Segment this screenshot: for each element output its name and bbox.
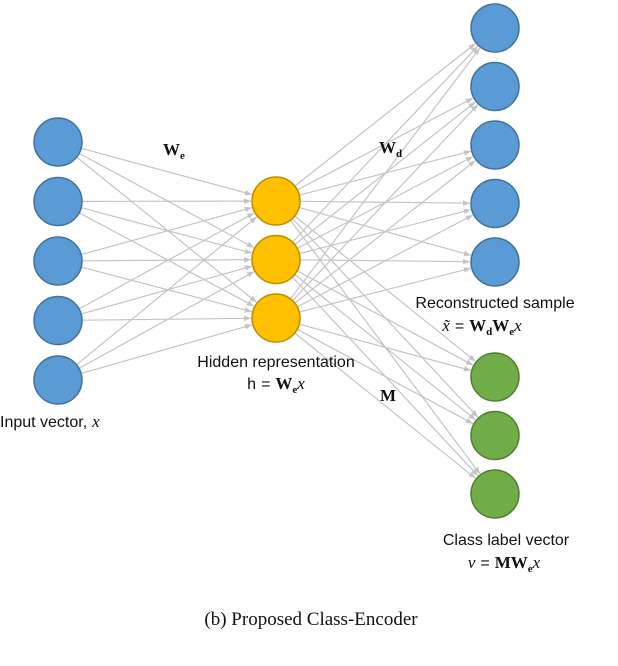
encoder-edge-4-0	[76, 216, 258, 366]
class-node-1	[470, 352, 520, 402]
reconstructed-layer	[470, 3, 520, 287]
hidden-layer-equation: h=Wex	[247, 374, 305, 396]
encoder-edge-3-1	[80, 265, 253, 315]
decoder-edge-2-2	[294, 160, 476, 304]
input-node-3	[33, 236, 83, 286]
input-node-5	[33, 355, 83, 405]
hidden-node-3	[251, 293, 301, 343]
class-layer	[470, 352, 520, 519]
class-layer-label: Class label vector	[443, 532, 570, 549]
class-edge-2-0	[299, 323, 472, 372]
class-layer-equation: v=MWex	[468, 553, 541, 575]
encoder-edge-0-0	[81, 147, 253, 196]
decoder-edge-1-0	[292, 45, 479, 243]
input-node-4	[33, 295, 83, 346]
reconstructed-node-1	[470, 3, 520, 53]
reconstructed-layer-equation: x̃=WdWex	[441, 316, 522, 338]
encoder-edges	[76, 147, 258, 374]
hidden-layer-label: Hidden representation	[197, 354, 354, 371]
reconstructed-node-4	[470, 178, 520, 229]
encoder-edge-2-0	[80, 206, 253, 256]
class-edge-2-2	[294, 332, 476, 479]
class-edges	[289, 215, 481, 479]
input-node-2	[33, 176, 83, 227]
reconstructed-node-5	[470, 237, 520, 287]
class-edge-2-1	[296, 328, 474, 425]
class-node-2	[470, 410, 520, 461]
input-node-1	[33, 117, 83, 167]
class-edge-0-0	[294, 215, 476, 362]
input-layer	[33, 117, 83, 405]
encoder-edge-3-0	[78, 212, 255, 310]
decoder-edge-2-1	[292, 104, 479, 302]
figure-caption: (b) Proposed Class-Encoder	[204, 609, 418, 630]
encoder-edge-2-2	[81, 266, 252, 313]
encoder-edge-4-2	[80, 324, 253, 374]
decoder-edges	[290, 43, 481, 313]
encoder-edge-3-2	[81, 315, 252, 322]
encoder-edge-0-2	[76, 156, 257, 303]
class-weight-label: M	[380, 386, 396, 405]
encoder-edge-1-1	[81, 207, 252, 255]
decoder-edge-2-0	[290, 47, 481, 300]
decoder-edge-2-4	[299, 267, 471, 313]
decoder-edge-2-3	[297, 214, 474, 308]
reconstructed-layer-label: Reconstructed sample	[415, 295, 574, 312]
reconstructed-node-3	[470, 120, 520, 170]
encoder-weight-label: We	[163, 140, 185, 162]
encoder-edge-4-1	[78, 271, 255, 369]
hidden-node-1	[251, 176, 301, 226]
class-node-3	[470, 469, 520, 519]
encoder-edge-2-1	[81, 256, 252, 263]
class-edge-1-0	[296, 270, 474, 366]
reconstructed-node-2	[470, 61, 520, 112]
encoder-edge-0-1	[78, 152, 255, 249]
hidden-node-2	[251, 234, 301, 285]
input-layer-label: Input vector,x	[0, 412, 100, 431]
decoder-edge-0-0	[294, 43, 476, 187]
encoder-edge-1-2	[78, 212, 255, 307]
hidden-layer	[251, 176, 301, 343]
decoder-weight-label: Wd	[379, 138, 402, 160]
